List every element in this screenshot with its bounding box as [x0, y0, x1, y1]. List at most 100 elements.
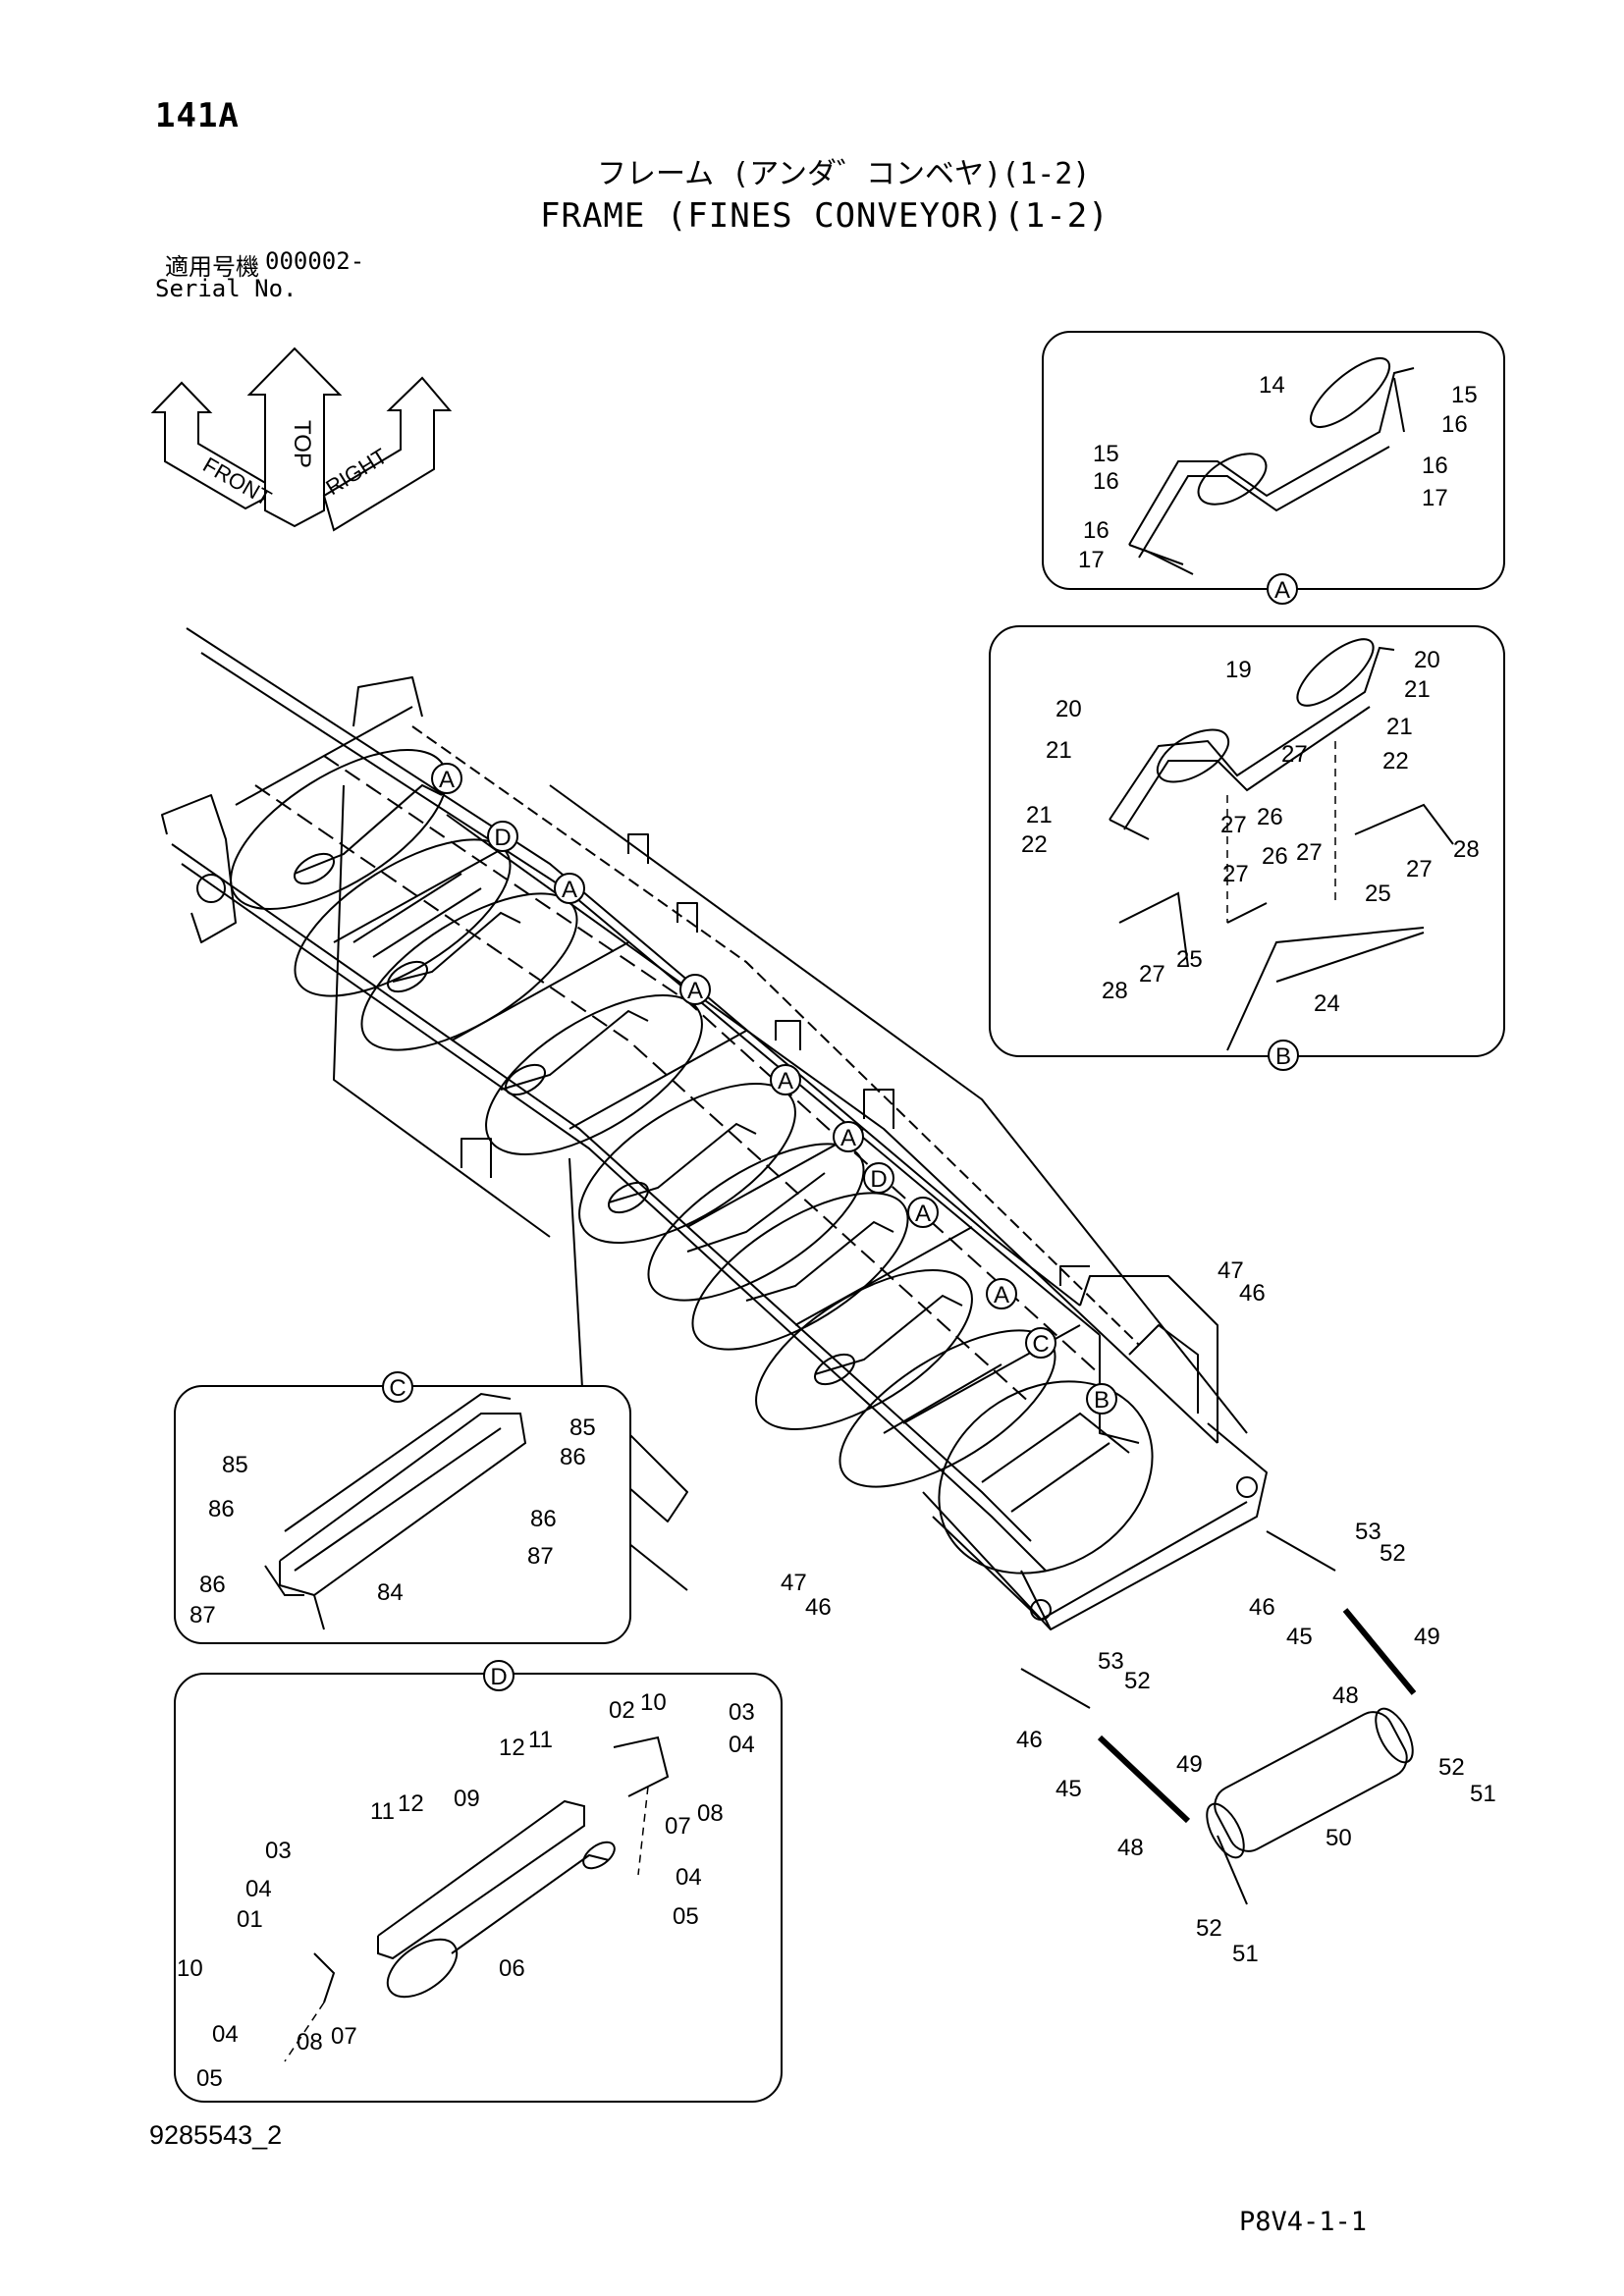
svg-text:26: 26: [1257, 804, 1283, 830]
svg-text:17: 17: [1078, 547, 1105, 573]
svg-text:85: 85: [569, 1415, 596, 1441]
svg-text:A: A: [778, 1068, 793, 1095]
svg-text:02: 02: [609, 1697, 635, 1724]
svg-text:05: 05: [673, 1903, 699, 1930]
svg-text:04: 04: [729, 1732, 755, 1758]
svg-text:A: A: [915, 1201, 931, 1227]
svg-text:07: 07: [331, 2023, 357, 2050]
detail-callout-ellipses: [230, 748, 1154, 1575]
svg-text:27: 27: [1281, 741, 1308, 768]
svg-text:84: 84: [377, 1579, 404, 1606]
svg-text:06: 06: [499, 1955, 525, 1982]
svg-text:47: 47: [1218, 1257, 1244, 1284]
svg-text:27: 27: [1406, 856, 1433, 882]
svg-text:27: 27: [1220, 812, 1247, 838]
svg-text:52: 52: [1380, 1540, 1406, 1567]
svg-text:25: 25: [1365, 881, 1391, 907]
serial-number: 000002-: [265, 247, 365, 275]
svg-text:A: A: [1274, 577, 1290, 604]
frame-marker-c[interactable]: C: [1025, 1327, 1056, 1359]
svg-text:87: 87: [527, 1543, 554, 1570]
svg-text:45: 45: [1286, 1624, 1313, 1650]
svg-text:48: 48: [1332, 1682, 1359, 1709]
svg-text:A: A: [562, 877, 577, 903]
orientation-top-label: TOP: [289, 420, 315, 468]
svg-text:14: 14: [1259, 372, 1285, 399]
svg-text:08: 08: [297, 2029, 323, 2056]
svg-text:51: 51: [1470, 1781, 1496, 1807]
svg-text:10: 10: [640, 1689, 667, 1716]
svg-text:48: 48: [1117, 1835, 1144, 1861]
frame-marker-d2[interactable]: D: [863, 1162, 894, 1194]
svg-text:A: A: [439, 767, 455, 793]
svg-text:07: 07: [665, 1813, 691, 1840]
detail-c-marker[interactable]: C: [382, 1371, 413, 1403]
title-japanese: フレーム (アンダ゛コンベヤ)(1-2): [597, 157, 1091, 191]
svg-text:04: 04: [676, 1864, 702, 1891]
page-reference: P8V4-1-1: [1239, 2207, 1368, 2237]
svg-text:12: 12: [499, 1735, 525, 1761]
frame-marker-a7[interactable]: A: [986, 1278, 1017, 1309]
frame-marker-a2[interactable]: A: [554, 873, 585, 904]
orientation-arrows-icon: TOP FRONT RIGHT: [150, 347, 453, 532]
svg-text:50: 50: [1326, 1825, 1352, 1851]
frame-marker-a1[interactable]: A: [431, 763, 462, 794]
svg-text:20: 20: [1056, 696, 1082, 722]
svg-text:15: 15: [1093, 441, 1119, 467]
svg-text:86: 86: [530, 1506, 557, 1532]
detail-b-box: [989, 625, 1505, 1057]
svg-text:24: 24: [1314, 990, 1340, 1017]
main-part-labels: 47 46 47 46 53 52 46 45 49 48 53 52 46 4…: [781, 1257, 1496, 1967]
detail-a-marker[interactable]: A: [1267, 573, 1298, 605]
drawing-id: 9285543_2: [149, 2120, 283, 2150]
svg-text:08: 08: [697, 1800, 724, 1827]
svg-text:21: 21: [1026, 802, 1053, 828]
svg-text:B: B: [1275, 1043, 1291, 1070]
svg-text:53: 53: [1098, 1648, 1124, 1675]
detail-d-marker[interactable]: D: [483, 1660, 514, 1691]
detail-b-labels: 19 20 21 21 22 20 21 21 22 27 26 27 27 2…: [1021, 647, 1480, 1017]
svg-text:21: 21: [1046, 737, 1072, 764]
frame-marker-a4[interactable]: A: [770, 1064, 801, 1095]
svg-text:17: 17: [1422, 485, 1448, 511]
svg-text:A: A: [994, 1282, 1009, 1308]
detail-c-labels: 85 86 85 86 86 87 86 87 84: [189, 1415, 596, 1629]
svg-text:25: 25: [1176, 946, 1203, 973]
svg-text:52: 52: [1196, 1915, 1222, 1942]
frame-marker-d1[interactable]: D: [487, 821, 518, 852]
frame-marker-a6[interactable]: A: [907, 1197, 939, 1228]
frame-marker-b[interactable]: B: [1086, 1383, 1117, 1415]
svg-text:05: 05: [196, 2065, 223, 2092]
frame-marker-a3[interactable]: A: [679, 974, 711, 1005]
svg-text:47: 47: [781, 1570, 807, 1596]
svg-text:04: 04: [212, 2021, 239, 2048]
svg-text:28: 28: [1453, 836, 1480, 863]
detail-b-marker[interactable]: B: [1268, 1040, 1299, 1071]
detail-d-labels: 02 10 03 04 12 11 11 12 09 07 08 03 04 0…: [177, 1689, 755, 2092]
frame-marker-a5[interactable]: A: [833, 1121, 864, 1152]
svg-text:53: 53: [1355, 1519, 1381, 1545]
svg-text:11: 11: [528, 1727, 553, 1753]
page-code: 141A: [155, 96, 240, 135]
svg-text:52: 52: [1438, 1754, 1465, 1781]
svg-text:46: 46: [1016, 1727, 1043, 1753]
svg-text:85: 85: [222, 1452, 248, 1478]
svg-text:52: 52: [1124, 1668, 1151, 1694]
svg-text:11: 11: [370, 1798, 395, 1825]
svg-text:19: 19: [1225, 657, 1252, 683]
svg-text:46: 46: [1239, 1280, 1266, 1307]
svg-text:A: A: [840, 1125, 856, 1151]
svg-text:46: 46: [1249, 1594, 1275, 1621]
detail-d-box: [174, 1673, 783, 2103]
svg-text:86: 86: [560, 1444, 586, 1470]
svg-text:C: C: [1032, 1331, 1049, 1358]
serial-label-japanese: 適用号機: [165, 253, 259, 281]
svg-text:04: 04: [245, 1876, 272, 1902]
svg-text:51: 51: [1232, 1941, 1259, 1967]
svg-text:21: 21: [1386, 714, 1413, 740]
svg-text:22: 22: [1021, 831, 1048, 858]
title-english: FRAME (FINES CONVEYOR)(1-2): [540, 196, 1110, 236]
svg-text:28: 28: [1102, 978, 1128, 1004]
detail-a-box: [1042, 331, 1505, 590]
